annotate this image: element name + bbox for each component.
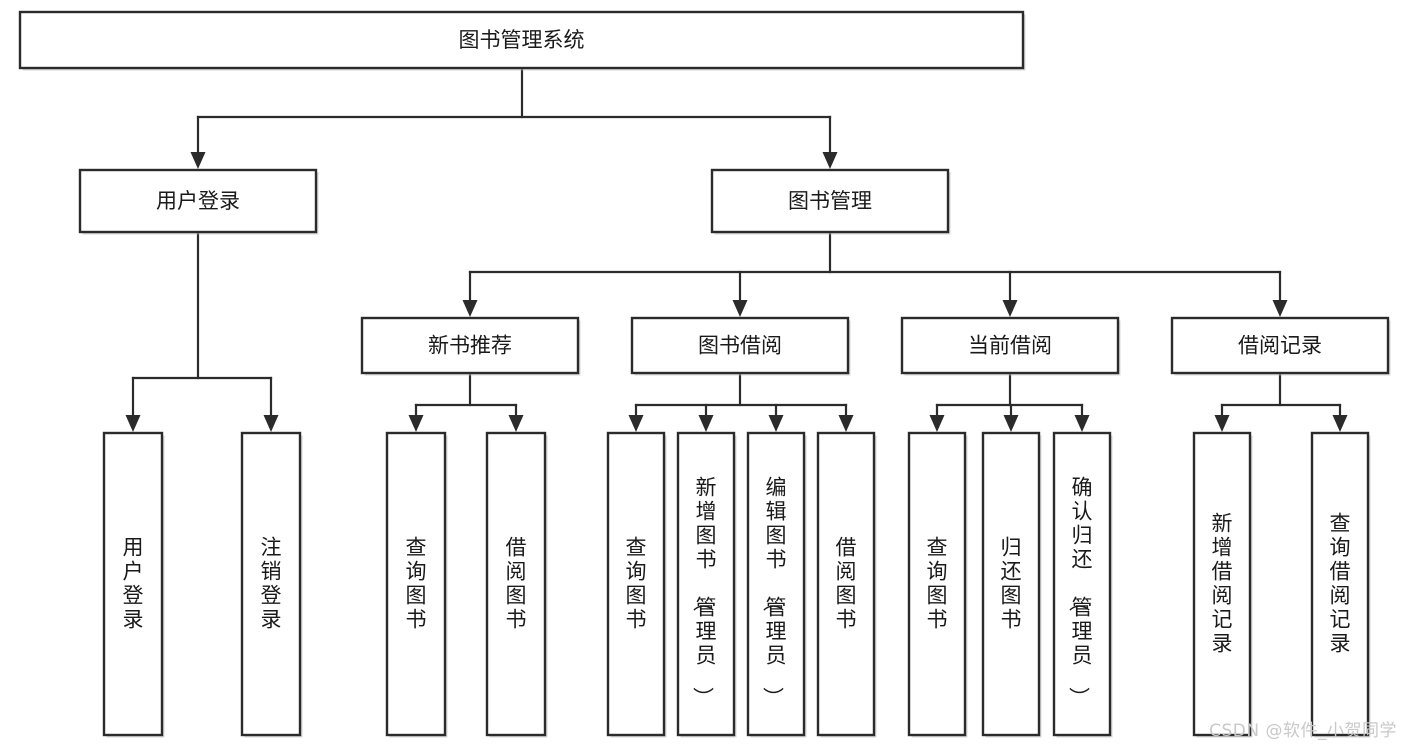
arrow-head-icon xyxy=(628,415,644,432)
node-label: 用户登录 xyxy=(123,536,144,632)
node-label: 编辑图书（管理员） xyxy=(761,476,787,708)
node-label: 借阅图书 xyxy=(836,536,857,632)
node-box[interactable] xyxy=(102,431,164,737)
node-label: 查询借阅记录 xyxy=(1330,512,1351,656)
node-box[interactable] xyxy=(1052,431,1112,737)
connector-group xyxy=(929,371,1090,432)
node-label: 查询图书 xyxy=(406,536,427,632)
node-box[interactable] xyxy=(18,10,1025,70)
node-label: 注销登录 xyxy=(261,536,282,632)
arrow-head-icon xyxy=(462,300,478,317)
node-box[interactable] xyxy=(1310,431,1370,737)
connector-group xyxy=(1214,371,1348,432)
node-leaf-confirm-return[interactable]: 确认归还（管理员） xyxy=(1052,431,1113,738)
connector-layer xyxy=(125,66,1348,432)
node-box[interactable] xyxy=(746,431,806,737)
node-label: 新增借阅记录 xyxy=(1212,512,1233,656)
arrow-head-icon xyxy=(732,300,748,317)
node-leaf-add-record[interactable]: 新增借阅记录 xyxy=(1192,431,1253,738)
node-label: 确认归还（管理员） xyxy=(1067,476,1093,708)
node-leaf-return-book[interactable]: 归还图书 xyxy=(981,431,1042,738)
node-leaf-logout[interactable]: 注销登录 xyxy=(240,431,303,738)
node-box[interactable] xyxy=(360,316,580,375)
node-leaf-add-book[interactable]: 新增图书（管理员） xyxy=(676,431,737,738)
node-current-borrow[interactable]: 当前借阅 xyxy=(900,316,1121,376)
node-root[interactable]: 图书管理系统 xyxy=(18,10,1026,71)
node-leaf-borrow-book-bb[interactable]: 借阅图书 xyxy=(816,431,877,738)
node-leaf-edit-book[interactable]: 编辑图书（管理员） xyxy=(746,431,807,738)
node-box[interactable] xyxy=(981,431,1041,737)
node-label: 查询图书 xyxy=(626,536,647,632)
arrow-head-icon xyxy=(1074,415,1090,432)
arrow-head-icon xyxy=(822,152,838,169)
connector-group xyxy=(125,230,279,432)
arrow-head-icon xyxy=(190,152,206,169)
node-borrow-record[interactable]: 借阅记录 xyxy=(1170,316,1391,376)
node-box[interactable] xyxy=(676,431,736,737)
node-label: 新书推荐 xyxy=(428,334,512,358)
arrow-head-icon xyxy=(838,415,854,432)
node-label: 借阅记录 xyxy=(1238,334,1322,358)
arrow-head-icon xyxy=(698,415,714,432)
node-leaf-query-book-cb[interactable]: 查询图书 xyxy=(907,431,968,738)
node-leaf-query-record[interactable]: 查询借阅记录 xyxy=(1310,431,1371,738)
connector-group xyxy=(462,230,1288,317)
node-leaf-user-login[interactable]: 用户登录 xyxy=(102,431,165,738)
arrow-head-icon xyxy=(929,415,945,432)
node-box[interactable] xyxy=(1170,316,1390,375)
connector-group xyxy=(628,371,854,432)
node-new-book-recommend[interactable]: 新书推荐 xyxy=(360,316,581,376)
node-box[interactable] xyxy=(485,431,547,737)
node-box[interactable] xyxy=(385,431,447,737)
node-box[interactable] xyxy=(78,168,318,234)
arrow-head-icon xyxy=(1003,415,1019,432)
node-box[interactable] xyxy=(900,316,1120,375)
node-label: 图书借阅 xyxy=(698,334,782,358)
node-leaf-borrow-book-nb[interactable]: 借阅图书 xyxy=(485,431,548,738)
arrow-head-icon xyxy=(1272,300,1288,317)
node-box[interactable] xyxy=(240,431,302,737)
node-label: 新增图书（管理员） xyxy=(691,476,717,708)
node-label: 查询图书 xyxy=(927,536,948,632)
node-box[interactable] xyxy=(606,431,666,737)
node-box[interactable] xyxy=(710,168,950,234)
node-box[interactable] xyxy=(816,431,876,737)
connector-group xyxy=(190,66,838,169)
connector-group xyxy=(408,371,524,432)
arrow-head-icon xyxy=(1002,300,1018,317)
node-label: 当前借阅 xyxy=(968,334,1052,358)
node-layer: 图书管理系统用户登录图书管理新书推荐图书借阅当前借阅借阅记录用户登录注销登录查询… xyxy=(18,10,1391,738)
arrow-head-icon xyxy=(768,415,784,432)
node-label: 图书管理系统 xyxy=(459,28,585,52)
node-box[interactable] xyxy=(630,316,850,375)
arrow-head-icon xyxy=(1332,415,1348,432)
node-user-login[interactable]: 用户登录 xyxy=(78,168,319,235)
node-label: 归还图书 xyxy=(1001,536,1022,632)
arrow-head-icon xyxy=(508,415,524,432)
node-box[interactable] xyxy=(1192,431,1252,737)
arrow-head-icon xyxy=(263,415,279,432)
node-leaf-query-book-bb[interactable]: 查询图书 xyxy=(606,431,667,738)
arrow-head-icon xyxy=(408,415,424,432)
node-label: 借阅图书 xyxy=(506,536,527,632)
node-label: 用户登录 xyxy=(156,189,240,213)
node-label: 图书管理 xyxy=(788,189,872,213)
arrow-head-icon xyxy=(125,415,141,432)
node-leaf-query-book-nb[interactable]: 查询图书 xyxy=(385,431,448,738)
arrow-head-icon xyxy=(1214,415,1230,432)
node-book-manage[interactable]: 图书管理 xyxy=(710,168,951,235)
node-book-borrow[interactable]: 图书借阅 xyxy=(630,316,851,376)
csdn-watermark: CSDN @软件_小贺同学 xyxy=(1209,721,1397,741)
node-box[interactable] xyxy=(907,431,967,737)
